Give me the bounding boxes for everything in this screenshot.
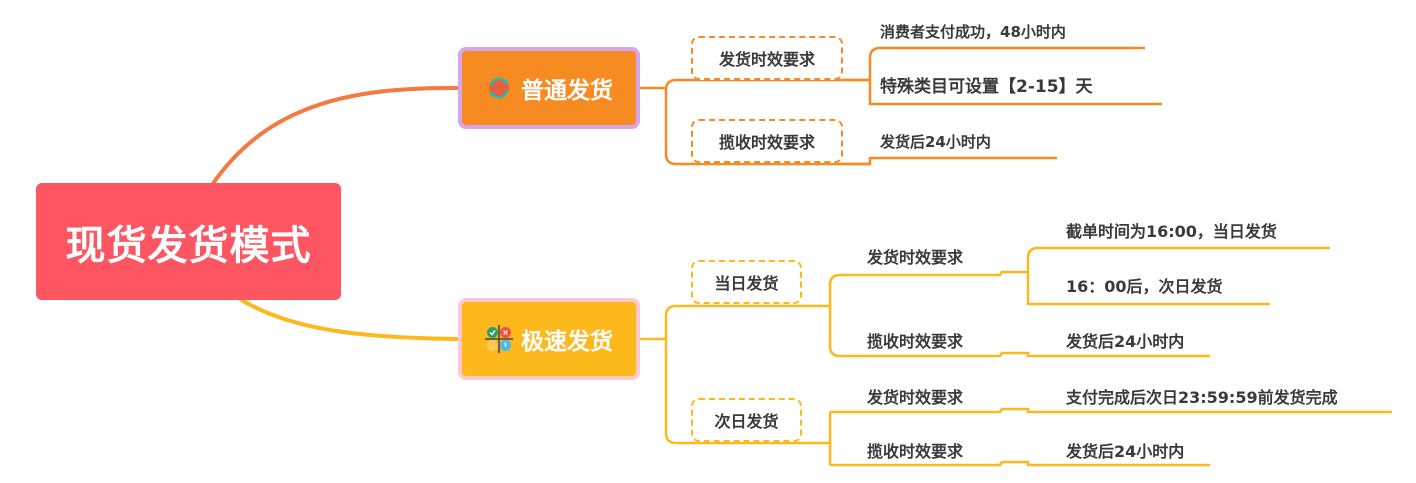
root-topic[interactable]: 现货发货模式: [36, 183, 341, 300]
connector-same-day-ship: [840, 270, 1028, 277]
subtopic-label: 发货时效要求: [718, 50, 815, 69]
subtopic-label: 当日发货: [714, 274, 779, 293]
leaf-label: 发货后24小时内: [1066, 332, 1185, 351]
branch-normal-shipping-label: 普通发货: [521, 78, 613, 104]
connector-b1-bracket: [664, 78, 677, 166]
connector-same-day-ship-bracket: [1026, 246, 1330, 306]
subtopic-label: 发货时效要求: [867, 248, 964, 267]
leaf-label: 特殊类目可设置【2-15】天: [880, 77, 1093, 97]
leaf-topic[interactable]: 特殊类目可设置【2-15】天: [880, 72, 1093, 97]
subtopic-label: 揽收时效要求: [867, 332, 964, 351]
leaf-topic[interactable]: 截单时间为16:00，当日发货: [1066, 218, 1277, 242]
branch-express-shipping[interactable]: 极速发货: [458, 298, 640, 380]
connector-same-day-pickup: [840, 351, 1210, 358]
subtopic-ship-time-requirement[interactable]: 发货时效要求: [867, 244, 963, 268]
subtopic-label: 发货时效要求: [867, 388, 964, 407]
subtopic-pickup-time-requirement[interactable]: 揽收时效要求: [691, 119, 843, 163]
leaf-label: 16：00后，次日发货: [1066, 277, 1223, 296]
branch-normal-shipping[interactable]: 普通发货: [458, 47, 640, 129]
subtopic-ship-time-requirement[interactable]: 发货时效要求: [867, 384, 963, 408]
connector-same-day-bracket: [828, 273, 841, 358]
connector-b1c2-leaf: [843, 156, 1057, 166]
subtopic-pickup-time-requirement[interactable]: 揽收时效要求: [867, 328, 963, 352]
leaf-label: 支付完成后次日23:59:59前发货完成: [1066, 388, 1338, 407]
branch-express-shipping-label: 极速发货: [521, 329, 613, 355]
leaf-topic[interactable]: 发货后24小时内: [1066, 328, 1184, 352]
subtopic-label: 揽收时效要求: [718, 133, 815, 152]
subtopic-ship-time-requirement[interactable]: 发货时效要求: [691, 36, 843, 80]
leaf-topic[interactable]: 发货后24小时内: [1066, 438, 1184, 462]
connector-b1c1-leaves: [843, 46, 1162, 106]
leaf-topic[interactable]: 发货后24小时内: [880, 131, 991, 152]
subtopic-next-day-shipping[interactable]: 次日发货: [691, 398, 802, 442]
connector-root-branch2: [238, 297, 463, 341]
leaf-label: 截单时间为16:00，当日发货: [1066, 222, 1277, 241]
leaf-topic[interactable]: 16：00后，次日发货: [1066, 273, 1223, 297]
subtopic-label: 揽收时效要求: [867, 442, 964, 461]
leaf-topic[interactable]: 支付完成后次日23:59:59前发货完成: [1066, 384, 1338, 408]
leaf-label: 消费者支付成功，48小时内: [880, 23, 1066, 41]
refresh-icon: [485, 74, 513, 102]
connector-next-day-ship: [830, 407, 1392, 414]
connector-b2-bracket: [664, 304, 677, 445]
subtopic-label: 次日发货: [714, 412, 779, 431]
subtopic-same-day-shipping[interactable]: 当日发货: [691, 260, 802, 304]
leaf-label: 发货后24小时内: [880, 133, 991, 151]
leaf-label: 发货后24小时内: [1066, 442, 1185, 461]
root-topic-label: 现货发货模式: [65, 222, 312, 269]
connector-root-branch1: [210, 85, 463, 187]
subtopic-pickup-time-requirement[interactable]: 揽收时效要求: [867, 438, 963, 462]
connector-next-day-pickup: [830, 460, 1210, 467]
task-grid-icon: [485, 325, 513, 353]
leaf-topic[interactable]: 消费者支付成功，48小时内: [880, 21, 1066, 42]
